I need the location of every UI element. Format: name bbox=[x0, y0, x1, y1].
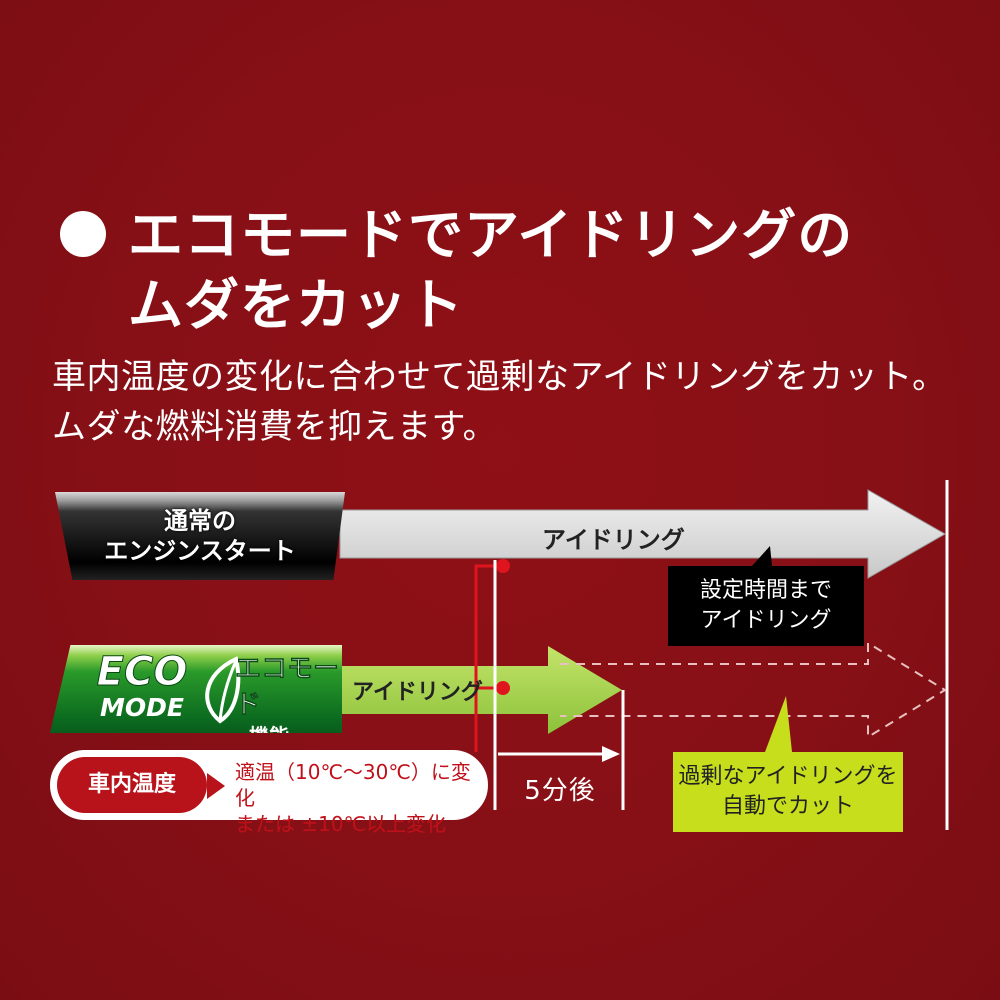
normal-callout-line1: 設定時間まで bbox=[699, 578, 832, 603]
eco-cut-callout: 過剰なアイドリングを 自動でカット bbox=[673, 752, 903, 832]
normal-engine-start-label: 通常の エンジンスタート bbox=[55, 492, 345, 580]
trigger-dot-normal bbox=[496, 559, 510, 573]
description-line1: 車内温度の変化に合わせて過剰なアイドリングをカット。 bbox=[52, 357, 947, 397]
eco-badge-bottom: MODE bbox=[100, 693, 184, 722]
headline-line2: ムダをカット bbox=[128, 273, 465, 337]
temperature-condition-line2: または ±10℃以上変化 bbox=[235, 812, 447, 836]
eco-badge-top: ECO bbox=[96, 649, 188, 695]
cut-idling-dashed-arrow bbox=[560, 641, 947, 739]
temperature-condition-line1: 適温（10℃～30℃）に変化 bbox=[235, 760, 471, 810]
five-min-arrow-head bbox=[602, 746, 620, 762]
description-line2: ムダな燃料消費を抑えます。 bbox=[52, 407, 498, 447]
bullet-circle-icon bbox=[60, 211, 106, 257]
eco-arrow-label: アイドリング bbox=[352, 680, 483, 705]
normal-label-line2: エンジンスタート bbox=[104, 537, 296, 565]
eco-mode-subtitle: 機能 bbox=[249, 724, 289, 748]
normal-arrow-label: アイドリング bbox=[542, 526, 685, 554]
eco-callout-pointer bbox=[765, 696, 792, 752]
eco-idling-arrow bbox=[340, 646, 622, 734]
normal-callout-pointer bbox=[752, 546, 772, 566]
eco-callout-line1: 過剰なアイドリングを bbox=[678, 764, 898, 789]
normal-idling-callout: 設定時間まで アイドリング bbox=[668, 566, 864, 646]
temperature-label: 車内温度 bbox=[57, 757, 207, 813]
normal-idling-arrow bbox=[339, 489, 947, 579]
temperature-condition-text: 適温（10℃～30℃）に変化 または ±10℃以上変化 bbox=[235, 759, 485, 837]
eco-mode-label: ECO MODE エコモード 機能 bbox=[50, 645, 342, 733]
headline-line1: エコモードでアイドリングの bbox=[128, 203, 854, 267]
delay-label: 5分後 bbox=[524, 776, 596, 806]
temperature-trigger-line bbox=[474, 564, 503, 752]
temperature-condition: 車内温度 適温（10℃～30℃）に変化 または ±10℃以上変化 bbox=[50, 750, 488, 836]
arrow-right-icon bbox=[207, 773, 225, 799]
description: 車内温度の変化に合わせて過剰なアイドリングをカット。 ムダな燃料消費を抑えます。 bbox=[52, 352, 982, 452]
normal-label-line1: 通常の bbox=[164, 507, 236, 535]
eco-callout-line2: 自動でカット bbox=[721, 794, 854, 819]
eco-badge: ECO MODE bbox=[72, 651, 212, 723]
eco-mode-title: エコモード bbox=[235, 654, 340, 721]
eco-mode-text: エコモード 機能 bbox=[235, 651, 342, 748]
trigger-dot-eco bbox=[496, 681, 510, 695]
headline: エコモードでアイドリングの ムダをカット bbox=[52, 200, 952, 340]
normal-callout-line2: アイドリング bbox=[700, 608, 832, 633]
leaf-icon bbox=[205, 656, 241, 724]
